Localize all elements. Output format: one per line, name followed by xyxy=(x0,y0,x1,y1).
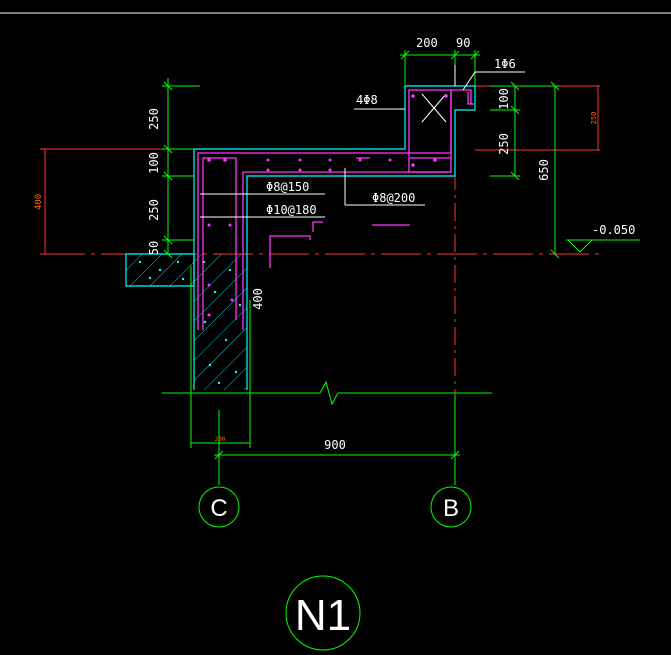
dim-50-left: 50 xyxy=(147,241,161,255)
top-dim-200: 200 xyxy=(416,36,438,50)
rebar-layout xyxy=(197,89,474,330)
rebar-dots xyxy=(207,94,448,317)
rebar-label-2: Φ10@180 xyxy=(266,203,317,217)
hook-bar xyxy=(467,92,474,105)
dimension-lines xyxy=(162,50,640,651)
ref-dim-400: 400 xyxy=(34,194,44,210)
axis-bubble-c xyxy=(198,486,240,528)
beam-x-mark xyxy=(421,93,447,123)
drawing-title: N1 xyxy=(295,591,351,640)
dim-250-right: 250 xyxy=(497,133,511,155)
dim-400-column: 400 xyxy=(251,288,265,310)
elevation-label: -0.050 xyxy=(592,223,635,237)
rebar-label-1: Φ8@150 xyxy=(266,180,309,194)
beam-stirrup xyxy=(408,89,452,173)
reference-lines xyxy=(40,85,600,395)
span-label: 900 xyxy=(324,438,346,452)
dim-250-left: 250 xyxy=(147,199,161,221)
annotation-leaders xyxy=(200,65,525,218)
top-dim-90: 90 xyxy=(456,36,470,50)
bars-4-label: 4Φ8 xyxy=(356,93,378,107)
axis-label-b: B xyxy=(443,495,459,522)
column-width-label: 200 xyxy=(215,436,226,443)
dim-100-left: 100 xyxy=(147,152,161,174)
stirrup-small-label: 1Φ6 xyxy=(494,57,516,71)
axis-bubble-b xyxy=(430,486,472,528)
dim-100-right: 100 xyxy=(497,88,511,110)
wall-stirrup xyxy=(202,157,237,330)
dim-650-right: 650 xyxy=(537,159,551,181)
title-bubble xyxy=(285,575,361,651)
concrete-section xyxy=(125,85,476,390)
axis-label-c: C xyxy=(210,495,227,522)
dim-250-top: 250 xyxy=(147,108,161,130)
inner-rebar xyxy=(242,171,451,330)
rebar-label-3: Φ8@200 xyxy=(372,191,415,205)
lap-bar-2 xyxy=(312,221,323,232)
column-hatch xyxy=(194,254,247,390)
lap-bar xyxy=(269,235,311,268)
wall-outline xyxy=(193,85,476,390)
ref-dim-250: 250 xyxy=(590,112,598,125)
